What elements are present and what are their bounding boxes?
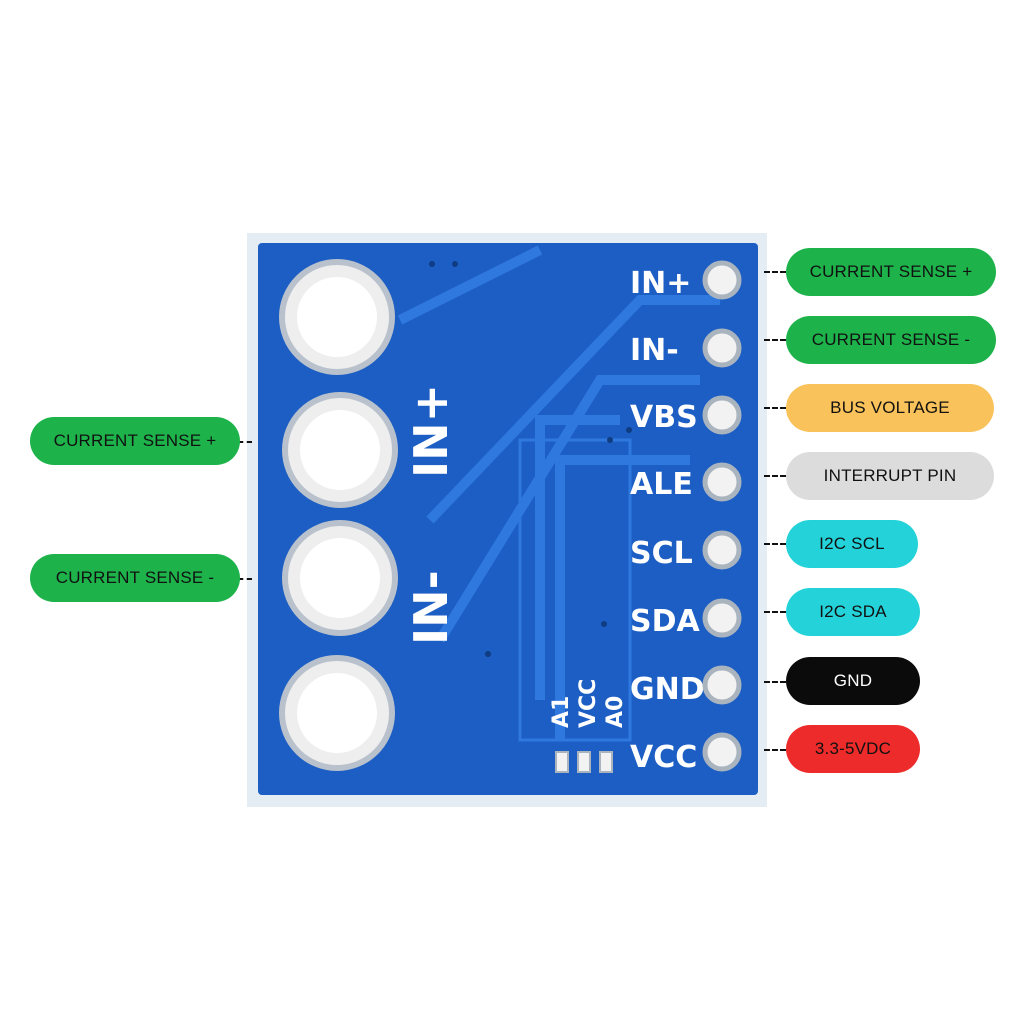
leader-line [764,611,786,613]
header-pin-gnd [702,665,742,705]
header-pin-vbs [702,395,742,435]
terminal-pads [279,259,398,771]
callout-label: CURRENT SENSE + [53,431,217,450]
callout-label: BUS VOLTAGE [830,398,950,417]
address-label-a0: A0 [603,696,628,728]
terminal-label-in-plus: IN+ [404,384,458,478]
leader-line [764,407,786,409]
header-pin-vcc [702,732,742,772]
header-pin-ale [702,462,742,502]
callout-sda: I2C SDA [786,588,920,636]
pin-label-in-minus: IN- [630,333,679,368]
callout-label: I2C SCL [819,534,885,553]
leader-line [238,578,252,580]
callout-in-plus: CURRENT SENSE + [786,248,996,296]
callout-vbs: BUS VOLTAGE [786,384,994,432]
pin-label-scl: SCL [630,536,693,571]
pin-label-vbs: VBS [630,400,698,435]
callout-label: GND [833,671,873,690]
leader-line [764,543,786,545]
callout-scl: I2C SCL [786,520,918,568]
callout-terminal-in-minus: CURRENT SENSE - [30,554,240,602]
pin-label-gnd: GND [630,672,705,707]
header-pins [702,260,742,772]
header-pin-in-plus [702,260,742,300]
header-pin-sda [702,598,742,638]
callout-vcc: 3.3-5VDC [786,725,920,773]
callout-ale: INTERRUPT PIN [786,452,994,500]
leader-line [764,271,786,273]
pin-label-ale: ALE [630,467,693,502]
callout-label: CURRENT SENSE - [811,330,971,349]
header-pin-in-minus [702,328,742,368]
pin-label-in-plus: IN+ [630,266,691,301]
chip-outline [518,438,632,742]
address-jumper-pads [555,751,613,773]
pin-label-vcc: VCC [630,740,697,775]
callout-in-minus: CURRENT SENSE - [786,316,996,364]
leader-line [764,681,786,683]
callout-label: I2C SDA [819,602,887,621]
callout-label: CURRENT SENSE + [809,262,973,281]
leader-line [238,441,252,443]
callout-label: INTERRUPT PIN [823,466,957,485]
pin-label-sda: SDA [630,604,701,639]
address-label-vcc: VCC [576,679,601,728]
leader-line [764,749,786,751]
address-label-a1: A1 [549,696,574,728]
vias [429,261,632,657]
header-pin-scl [702,530,742,570]
callout-label: 3.3-5VDC [814,739,892,758]
callout-label: CURRENT SENSE - [55,568,215,587]
pcb-traces [397,245,720,740]
callout-gnd: GND [786,657,920,705]
leader-line [764,475,786,477]
pin-labels: IN+ IN- VBS ALE SCL SDA GND VCC [630,266,705,775]
callout-terminal-in-plus: CURRENT SENSE + [30,417,240,465]
leader-line [764,339,786,341]
terminal-label-in-minus: IN- [404,570,458,645]
